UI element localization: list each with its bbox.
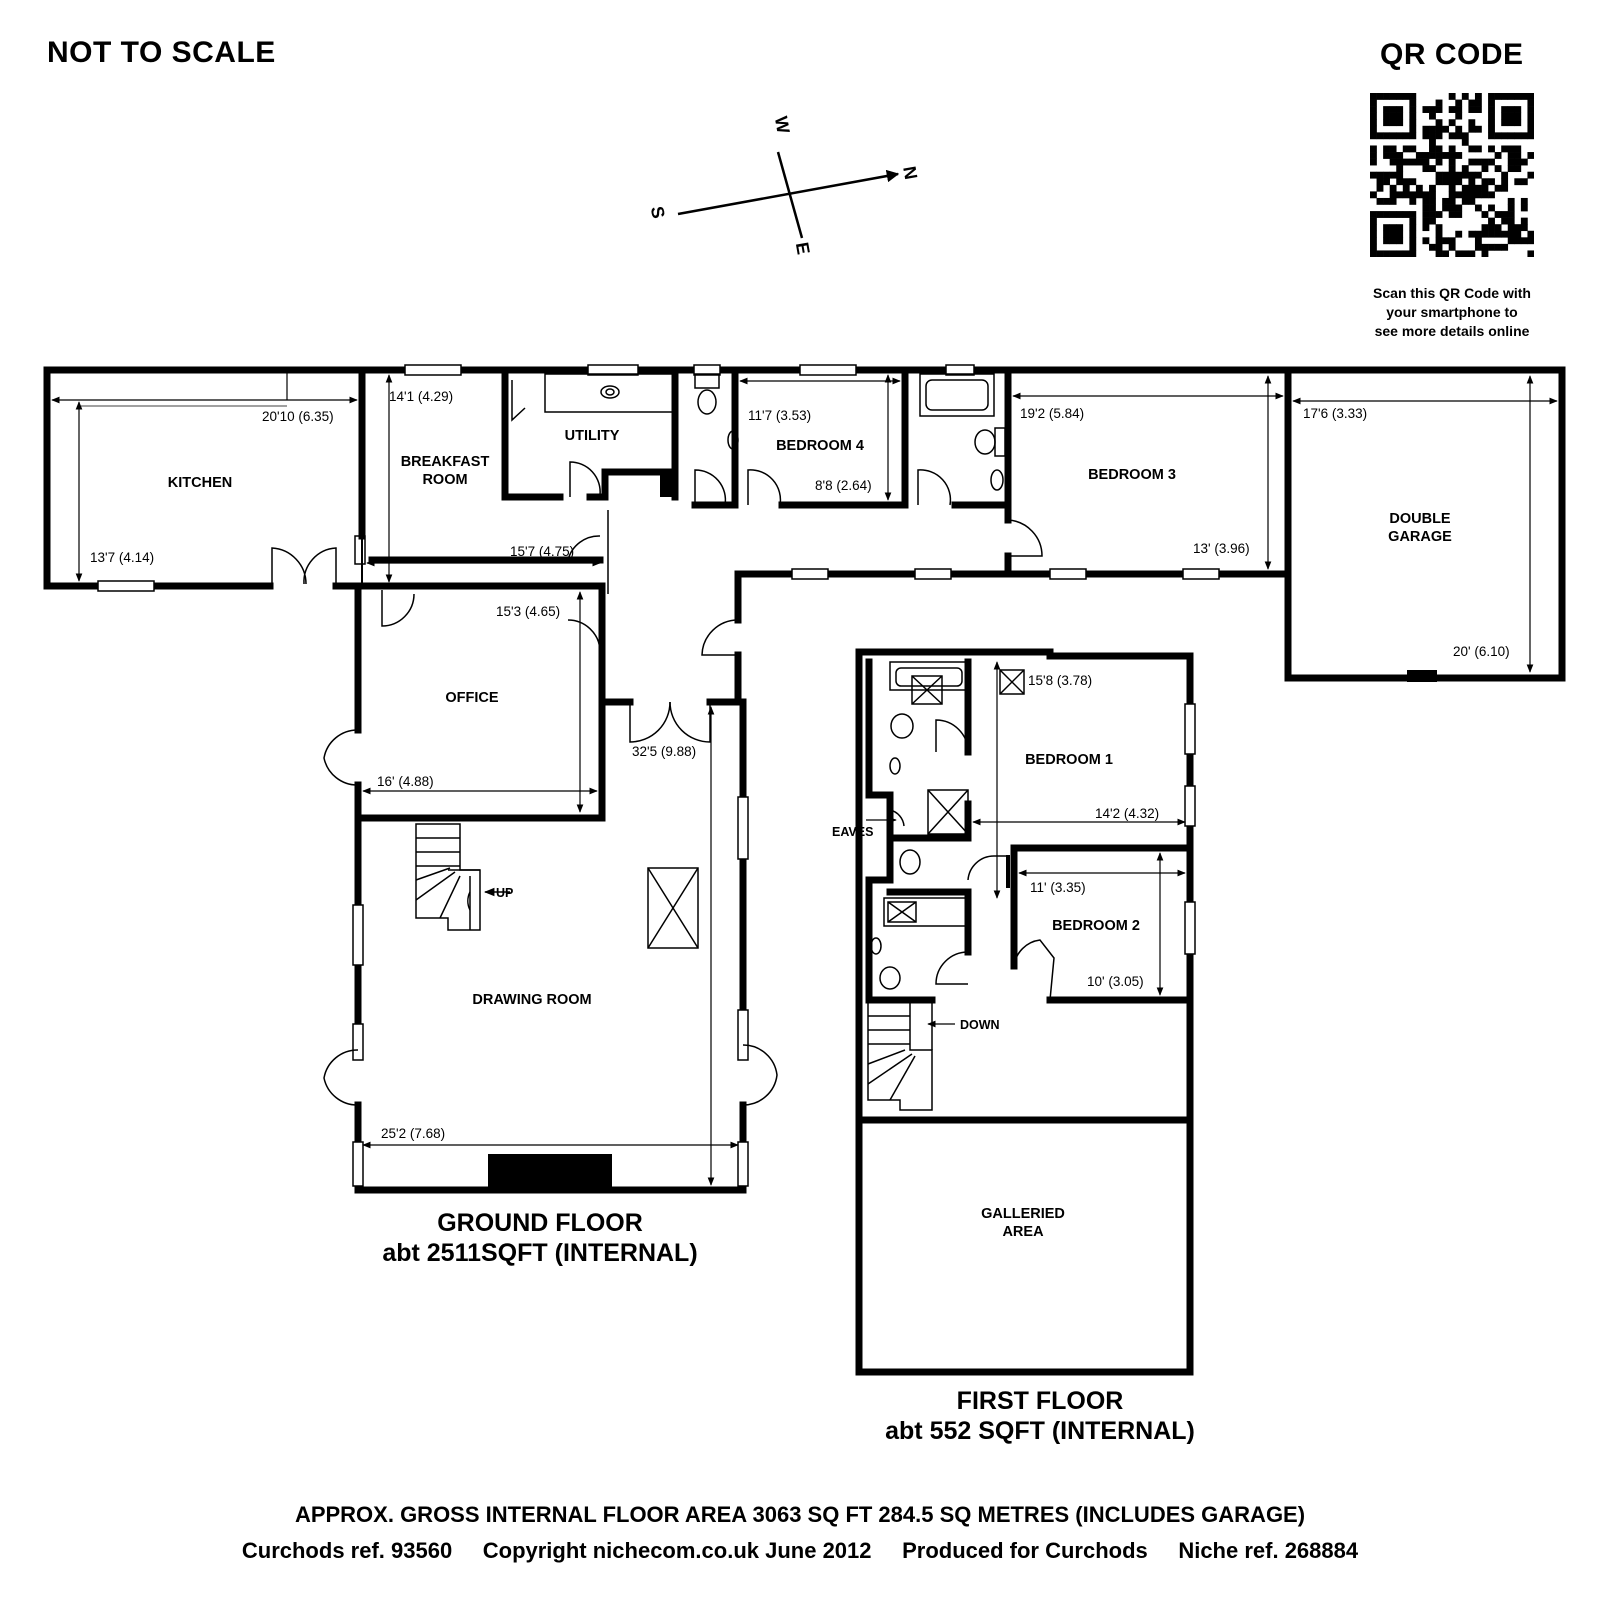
- dim-label: 13'7 (4.14): [90, 550, 154, 565]
- room-label-galleried-area: AREA: [1002, 1224, 1044, 1240]
- compass-icon: N S W E: [647, 115, 921, 256]
- eaves-label: EAVES: [832, 825, 873, 839]
- qr-note-line: Scan this QR Code with: [1373, 285, 1531, 301]
- first-floor-doors: [889, 719, 1055, 1001]
- first-floor-title: FIRST FLOOR abt 552 SQFT (INTERNAL): [840, 1386, 1240, 1446]
- room-label-bedroom-1: BEDROOM 1: [1025, 752, 1113, 768]
- room-label-drawing-room: DRAWING ROOM: [472, 992, 591, 1008]
- dim-label: 20'10 (6.35): [262, 409, 334, 424]
- dim-label: 17'6 (3.33): [1303, 406, 1367, 421]
- not-to-scale-label: NOT TO SCALE: [47, 36, 276, 69]
- ground-floor-area: abt 2511SQFT (INTERNAL): [382, 1239, 698, 1267]
- first-floor-fixtures: [867, 661, 1025, 1111]
- fireplace: [488, 1154, 612, 1190]
- room-label-breakfast: ROOM: [422, 472, 467, 488]
- compass-s: S: [647, 205, 669, 220]
- ground-floor-fixtures: [544, 373, 1006, 949]
- compass-w: W: [771, 115, 794, 135]
- dim-label: 20' (6.10): [1453, 644, 1510, 659]
- dim-label: 13' (3.96): [1193, 541, 1250, 556]
- reference-footer: Curchods ref. 93560 Copyright nichecom.c…: [241, 1538, 1359, 1563]
- dim-label: 8'8 (2.64): [815, 478, 872, 493]
- qr-note-line: your smartphone to: [1386, 304, 1518, 320]
- gross-area-footer: APPROX. GROSS INTERNAL FLOOR AREA 3063 S…: [294, 1502, 1306, 1527]
- dim-label: 16' (4.88): [377, 774, 434, 789]
- dim-label: 14'2 (4.32): [1095, 806, 1159, 821]
- ground-dimension-lines: [51, 372, 1558, 1186]
- first-floor-windows: [1184, 703, 1196, 955]
- wall-block: [660, 472, 675, 497]
- room-label-garage: DOUBLE: [1389, 511, 1451, 527]
- first-floor-name: FIRST FLOOR: [956, 1387, 1124, 1415]
- first-floor-walls: [855, 648, 1194, 1376]
- ground-floor-windows: [97, 364, 1220, 1187]
- room-label-bedroom-2: BEDROOM 2: [1052, 918, 1140, 934]
- room-label-bedroom-3: BEDROOM 3: [1088, 467, 1176, 483]
- dim-label: 15'7 (4.75): [510, 544, 574, 559]
- room-label-utility: UTILITY: [565, 428, 620, 444]
- first-dimension-lines: [866, 661, 1186, 1028]
- dim-label: 15'3 (4.65): [496, 604, 560, 619]
- stairs-up: [415, 823, 510, 931]
- qr-note-line: see more details online: [1374, 323, 1530, 339]
- stairs-down-label: DOWN: [960, 1018, 1000, 1032]
- compass-n: N: [899, 165, 921, 181]
- dim-label: 11' (3.35): [1030, 880, 1086, 895]
- ground-floor-title: GROUND FLOOR abt 2511SQFT (INTERNAL): [340, 1208, 740, 1268]
- compass-e: E: [792, 241, 814, 256]
- dim-label: 15'8 (3.78): [1028, 673, 1092, 688]
- stairs-up-label: UP: [496, 886, 513, 900]
- first-floor-area: abt 552 SQFT (INTERNAL): [885, 1417, 1195, 1445]
- dim-label: 19'2 (5.84): [1020, 406, 1084, 421]
- qr-title: QR CODE: [1380, 38, 1524, 71]
- qr-code-icon[interactable]: [1370, 93, 1534, 257]
- room-label-galleried-area: GALLERIED: [981, 1206, 1065, 1222]
- dim-label: 14'1 (4.29): [389, 389, 453, 404]
- room-label-breakfast: BREAKFAST: [401, 454, 490, 470]
- ground-floor-doors: [271, 380, 1043, 1106]
- room-label-office: OFFICE: [445, 690, 498, 706]
- room-label-kitchen: KITCHEN: [168, 475, 232, 491]
- room-label-bedroom-4: BEDROOM 4: [776, 438, 864, 454]
- ground-floor-walls: [43, 366, 1566, 1194]
- dim-label: 10' (3.05): [1087, 974, 1144, 989]
- room-label-garage: GARAGE: [1388, 529, 1452, 545]
- ground-floor-name: GROUND FLOOR: [437, 1209, 643, 1237]
- garage-door-block: [1407, 670, 1437, 682]
- dim-label: 32'5 (9.88): [632, 744, 696, 759]
- dim-label: 11'7 (3.53): [748, 408, 811, 423]
- qr-note: Scan this QR Code with your smartphone t…: [1352, 284, 1552, 341]
- dim-label: 25'2 (7.68): [381, 1126, 445, 1141]
